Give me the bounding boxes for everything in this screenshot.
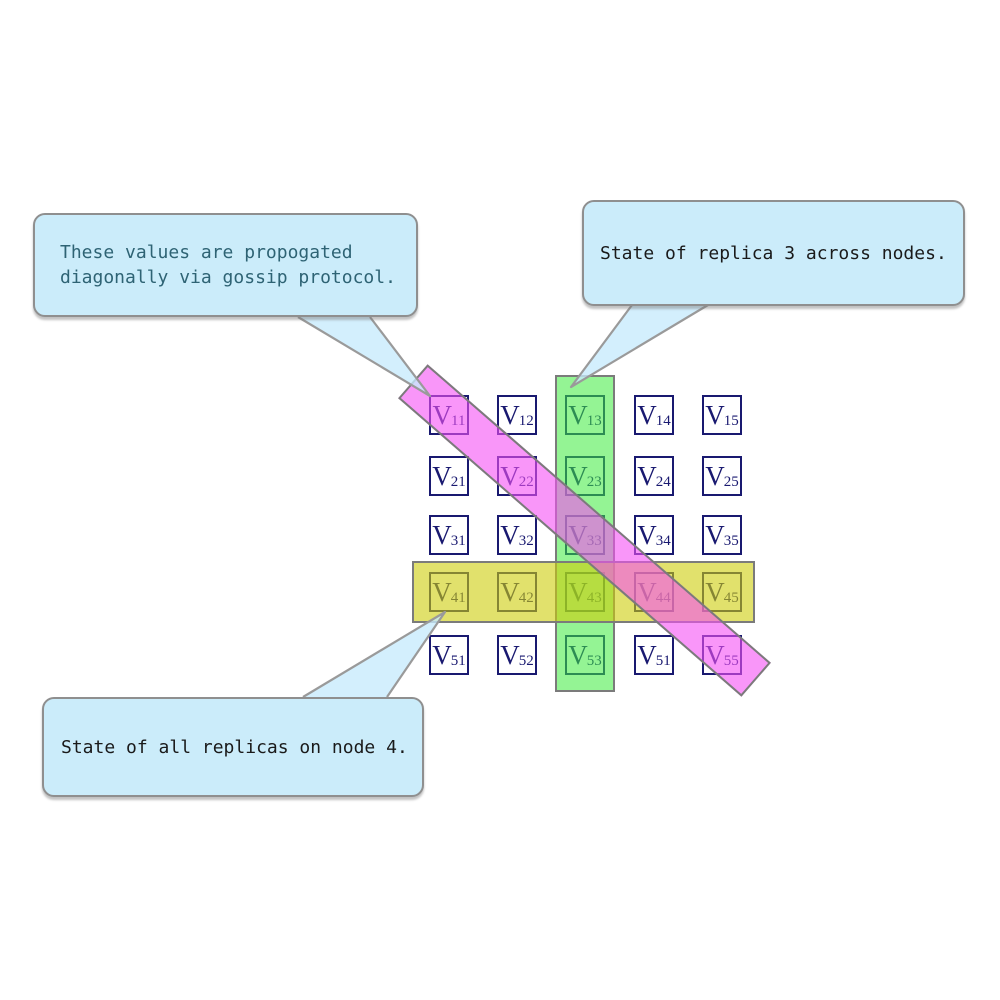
cell-subscript: 21 [450,473,466,490]
cell-symbol: V [705,519,725,550]
cell-symbol: V [432,519,452,550]
cell-symbol: V [500,399,520,430]
cell-subscript: 52 [518,652,534,669]
cell-symbol: V [637,460,657,491]
cell-subscript: 51 [655,652,671,669]
cell-symbol: V [705,460,725,491]
callout-text-line: diagonally via gossip protocol. [60,267,396,288]
cell-symbol: V [637,639,657,670]
cell-subscript: 25 [723,473,739,490]
node-note-pointer [302,610,447,698]
cell-subscript: 24 [655,473,671,490]
cell-subscript: 51 [450,652,466,669]
cell-subscript: 31 [450,532,466,549]
callout-text-line: State of replica 3 across nodes. [600,242,947,264]
callout-node-note: State of all replicas on node 4. [42,697,424,797]
cell-symbol: V [637,399,657,430]
cell-symbol: V [500,519,520,550]
cell-symbol: V [637,519,657,550]
callout-text-line: State of all replicas on node 4. [61,736,408,758]
cell-symbol: V [705,399,725,430]
cell-subscript: 15 [723,412,739,429]
cell-symbol: V [432,639,452,670]
callout-text-line: These values are propogated [60,242,353,263]
cell-subscript: 35 [723,532,739,549]
replica-note-pointer [569,304,709,389]
cell-symbol: V [432,460,452,491]
cell-subscript: 12 [518,412,534,429]
cell-subscript: 34 [655,532,671,549]
callout-replica-note: State of replica 3 across nodes. [582,200,965,306]
cell-subscript: 14 [655,412,671,429]
gossip-note-pointer [297,316,432,398]
callout-gossip-note: These values are propogated diagonally v… [33,213,418,317]
cell-symbol: V [500,639,520,670]
cell-subscript: 32 [518,532,534,549]
